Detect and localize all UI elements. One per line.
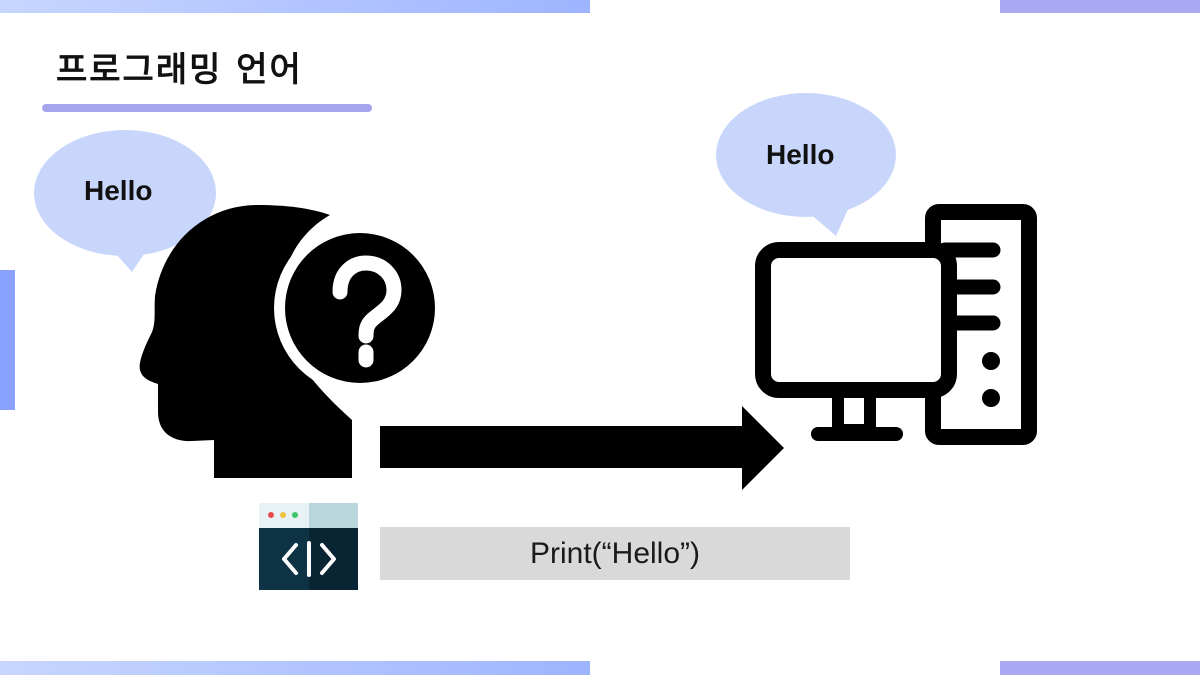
right-speech-bubble bbox=[716, 93, 896, 236]
right-bubble-text: Hello bbox=[766, 139, 835, 170]
desktop-computer-icon bbox=[755, 204, 1037, 445]
top-left-accent-bar bbox=[0, 0, 590, 13]
top-right-accent-bar bbox=[1000, 0, 1200, 13]
code-window-icon bbox=[259, 503, 358, 590]
slide-title: 프로그래밍 언어 bbox=[56, 50, 303, 90]
title-underline bbox=[42, 104, 372, 112]
left-edge-accent-bar bbox=[0, 270, 15, 410]
code-snippet-text: Print(“Hello”) bbox=[529, 536, 700, 570]
head-with-question-mark-icon bbox=[139, 205, 446, 478]
bottom-left-accent-bar bbox=[0, 661, 590, 675]
bottom-right-accent-bar bbox=[1000, 661, 1200, 675]
code-snippet-box: Print(“Hello”) bbox=[380, 527, 850, 580]
arrow-right-icon bbox=[380, 406, 784, 490]
left-speech-bubble bbox=[34, 130, 216, 272]
left-bubble-text: Hello bbox=[84, 175, 153, 206]
